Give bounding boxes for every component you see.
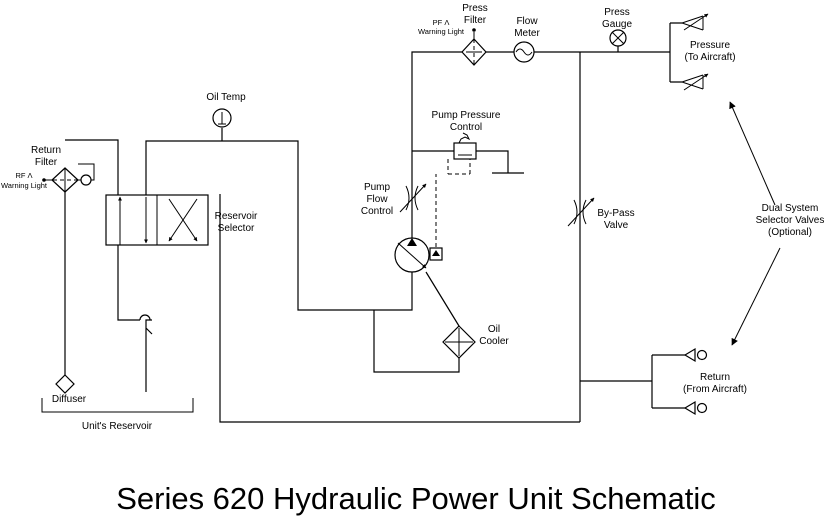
svg-text:(From Aircraft): (From Aircraft) bbox=[683, 384, 747, 395]
svg-text:Selector: Selector bbox=[218, 223, 255, 234]
svg-text:Reservoir: Reservoir bbox=[215, 211, 258, 222]
svg-text:(To Aircraft): (To Aircraft) bbox=[684, 52, 735, 63]
return-inlet-checks bbox=[683, 347, 708, 416]
piping bbox=[64, 22, 685, 423]
line-selector-to-pump bbox=[145, 140, 413, 311]
svg-text:Valve: Valve bbox=[604, 220, 629, 231]
diagram-title: Series 620 Hydraulic Power Unit Schemati… bbox=[116, 481, 716, 516]
line-pump-to-top bbox=[411, 51, 462, 240]
label-oil-cooler: Oil Cooler bbox=[479, 324, 509, 347]
label-pump-pressure-control: Pump Pressure Control bbox=[432, 110, 501, 133]
svg-text:RF Λ: RF Λ bbox=[15, 171, 32, 180]
svg-text:Selector Valves: Selector Valves bbox=[756, 215, 825, 226]
line-selector-to-reservoir bbox=[145, 319, 153, 392]
label-reservoir: Unit's Reservoir bbox=[82, 421, 153, 432]
svg-text:Control: Control bbox=[450, 122, 482, 133]
reservoir-bracket bbox=[41, 398, 194, 413]
svg-text:Flow: Flow bbox=[516, 16, 538, 27]
dual-system-leaders bbox=[729, 101, 781, 346]
pressure-outlet-valves bbox=[681, 13, 709, 91]
svg-text:Control: Control bbox=[361, 206, 393, 217]
svg-text:Filter: Filter bbox=[464, 15, 487, 26]
svg-text:Pressure: Pressure bbox=[690, 40, 730, 51]
svg-text:Pump: Pump bbox=[364, 182, 391, 193]
svg-text:Gauge: Gauge bbox=[602, 19, 632, 30]
svg-text:Return: Return bbox=[700, 372, 730, 383]
svg-text:Pump Pressure: Pump Pressure bbox=[432, 110, 501, 121]
line-ppc-drain bbox=[476, 150, 524, 174]
label-reservoir-selector: Reservoir Selector bbox=[215, 211, 258, 234]
svg-text:Oil: Oil bbox=[488, 324, 500, 335]
svg-text:Press: Press bbox=[462, 3, 488, 14]
diffuser-symbol bbox=[55, 374, 75, 394]
line-pressure-manifold bbox=[669, 22, 682, 83]
svg-text:Flow: Flow bbox=[366, 194, 388, 205]
flow-meter-symbol bbox=[513, 41, 535, 63]
label-flow-meter: Flow Meter bbox=[514, 16, 540, 39]
svg-text:Return: Return bbox=[31, 145, 61, 156]
bypass-valve-symbol bbox=[567, 197, 595, 227]
reservoir-selector-symbol bbox=[105, 194, 209, 246]
label-pressure-outlet: Pressure (To Aircraft) bbox=[684, 40, 735, 63]
label-bypass-valve: By-Pass Valve bbox=[597, 208, 634, 231]
label-dual-system-valves: Dual System Selector Valves (Optional) bbox=[756, 203, 825, 238]
svg-text:(Optional): (Optional) bbox=[768, 227, 812, 238]
pump-pressure-control-symbol bbox=[447, 132, 477, 175]
svg-text:By-Pass: By-Pass bbox=[597, 208, 634, 219]
label-return-inlet: Return (From Aircraft) bbox=[683, 372, 747, 395]
svg-text:Warning Light: Warning Light bbox=[418, 27, 465, 36]
return-filter-symbol bbox=[42, 163, 95, 193]
press-gauge-symbol bbox=[609, 29, 627, 47]
line-bottom-return bbox=[219, 194, 580, 423]
svg-text:Filter: Filter bbox=[35, 157, 58, 168]
label-press-gauge: Press Gauge bbox=[602, 7, 632, 30]
line-cooler-loop bbox=[373, 310, 460, 373]
label-pump-flow-control: Pump Flow Control bbox=[361, 182, 393, 217]
svg-text:PF Λ: PF Λ bbox=[433, 18, 450, 27]
svg-text:Dual System: Dual System bbox=[762, 203, 819, 214]
label-return-filter: Return Filter bbox=[31, 145, 61, 168]
label-press-filter: Press Filter bbox=[462, 3, 488, 26]
line-pump-to-cooler bbox=[425, 271, 460, 327]
svg-text:Press: Press bbox=[604, 7, 630, 18]
svg-text:Meter: Meter bbox=[514, 28, 540, 39]
line-return-manifold bbox=[651, 354, 685, 409]
label-rf-warning-light: RF Λ Warning Light bbox=[1, 171, 48, 190]
label-pf-warning-light: PF Λ Warning Light bbox=[418, 18, 465, 36]
label-oil-temp: Oil Temp bbox=[206, 92, 246, 103]
pump-flow-control-symbol bbox=[399, 183, 427, 213]
oil-cooler-symbol bbox=[442, 325, 476, 359]
oil-temp-symbol bbox=[212, 108, 232, 128]
label-diffuser: Diffuser bbox=[52, 394, 87, 405]
line-jump-crossover bbox=[139, 314, 151, 321]
svg-text:Warning Light: Warning Light bbox=[1, 181, 48, 190]
pump-symbol bbox=[394, 174, 443, 273]
svg-text:Cooler: Cooler bbox=[479, 336, 509, 347]
press-filter-symbol bbox=[461, 28, 487, 66]
